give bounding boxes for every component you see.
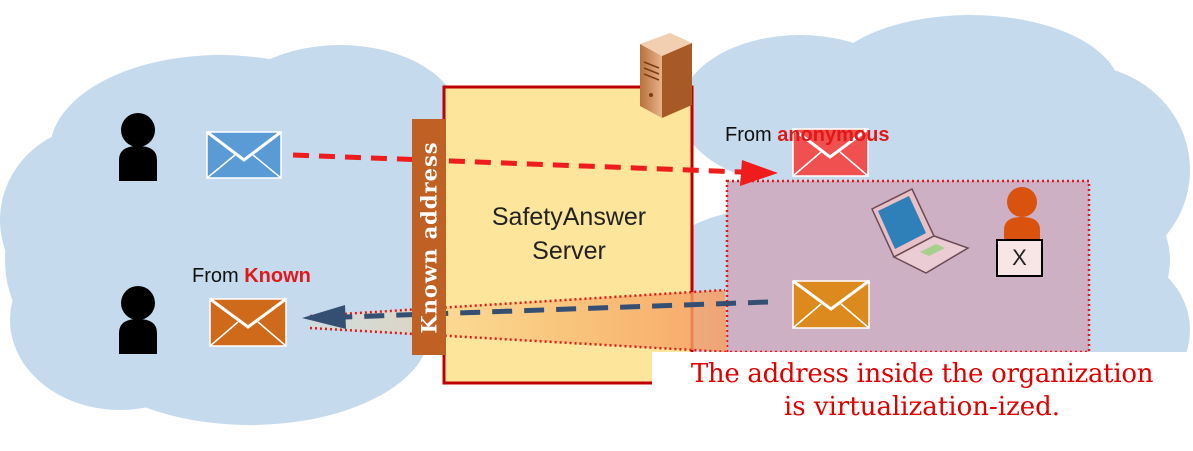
laptop-icon [871,187,970,274]
caption: The address inside the organization is v… [652,352,1192,442]
from-anonymous-highlight: anonymous [777,124,890,146]
known-address-bar: Known address [412,119,446,355]
server-label-line2: Server [532,237,606,265]
envelope-icon [209,297,287,347]
server-label: SafetyAnswer Server [446,200,692,268]
person-icon [119,286,157,354]
red-dashed-arrow [292,152,743,175]
envelope-icon [792,279,870,329]
x-badge-label: X [1012,245,1027,270]
fan-outline [309,288,728,354]
x-badge-box [996,239,1043,277]
red-arrowhead [740,160,778,186]
server-label-line1: SafetyAnswer [491,203,647,231]
from-known-highlight: Known [244,265,311,287]
envelope-icon [206,130,282,179]
from-anonymous-label: From anonymous [725,124,889,147]
caption-line2: is virtualization-ized. [783,392,1061,422]
person-icon [1004,187,1040,244]
from-known-label: From Known [192,265,311,288]
envelope-icon [792,127,869,177]
from-known-prefix: From [192,265,245,287]
server-tower-icon [640,33,692,118]
person-icon [119,113,157,181]
blue-arrowhead [302,305,346,329]
from-anonymous-prefix: From [725,124,778,146]
known-address-label: Known address [416,140,442,334]
caption-line1: The address inside the organization [690,359,1154,389]
